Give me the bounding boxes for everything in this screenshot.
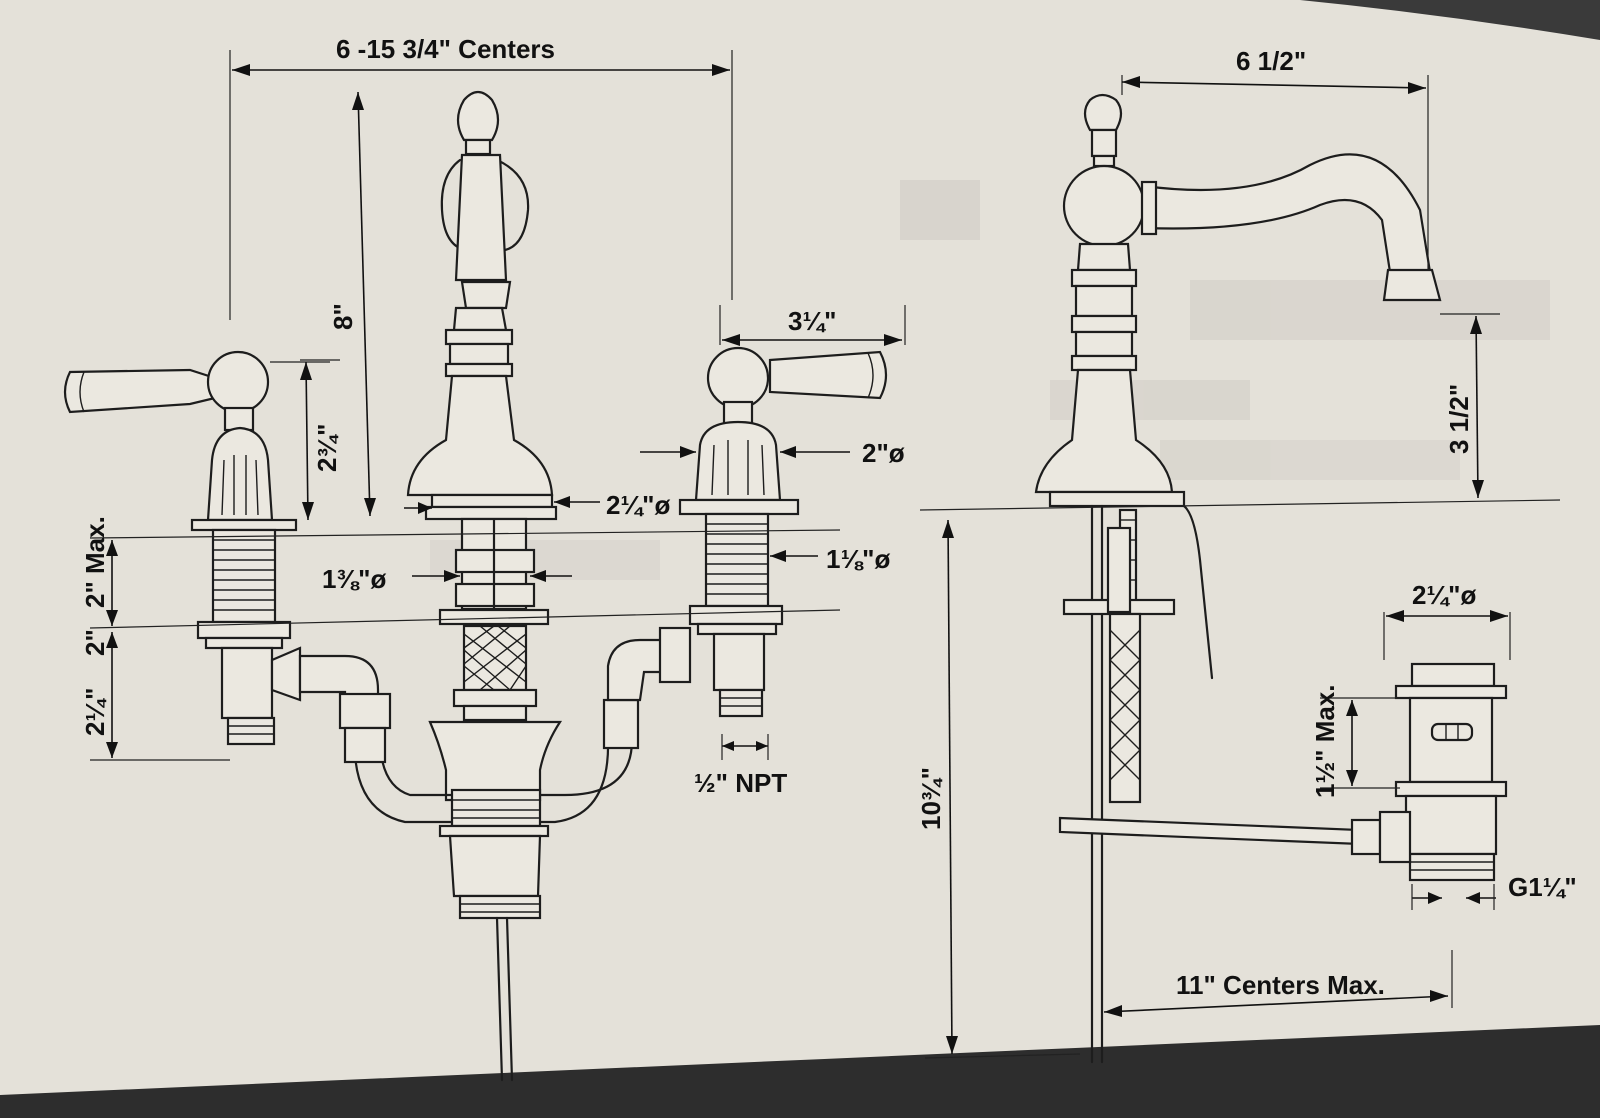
page-top-shadow <box>1300 0 1600 40</box>
right-handle-valve <box>678 346 888 718</box>
label-npt: ½" NPT <box>694 768 787 798</box>
left-handle-valve <box>63 350 392 746</box>
label-valve-shank-dia: 1⅛"ø <box>826 544 890 574</box>
center-spout <box>343 90 692 1082</box>
label-valve-below: 2¼" <box>80 688 110 736</box>
label-spout-clearance: 3 1/2" <box>1444 384 1474 454</box>
label-deck-2: 2" <box>80 629 110 656</box>
label-handle-length: 3¼" <box>788 306 836 336</box>
pop-up-drain <box>1378 662 1508 882</box>
background-ghost <box>430 180 1550 580</box>
page-edge-shadow <box>0 1025 1600 1118</box>
label-drain-max: 1½" Max. <box>1310 685 1340 799</box>
label-spout-base-dia: 2¼"ø <box>606 490 670 520</box>
label-drain-dia: 2¼"ø <box>1412 580 1476 610</box>
label-drain-thread: G1¼" <box>1508 872 1577 902</box>
side-view-spout <box>1034 93 1442 1064</box>
label-spout-height: 8" <box>328 303 358 330</box>
label-overall-height: 10¾" <box>916 767 946 830</box>
label-reach: 6 1/2" <box>1236 46 1306 76</box>
label-centers: 6 -15 3/4" Centers <box>336 34 555 64</box>
dimension-labels: 6 -15 3/4" Centers 6 1/2" 8" 2¾" 3¼" 2"ø… <box>80 34 1577 1000</box>
dimension-lines <box>89 50 1561 1059</box>
label-deck-max: 2" Max. <box>80 516 110 608</box>
label-spout-shank-dia: 1⅜"ø <box>322 564 386 594</box>
label-handle-base-dia: 2"ø <box>862 438 905 468</box>
label-handle-height: 2¾" <box>312 424 342 472</box>
label-rod-centers: 11" Centers Max. <box>1176 970 1385 1000</box>
